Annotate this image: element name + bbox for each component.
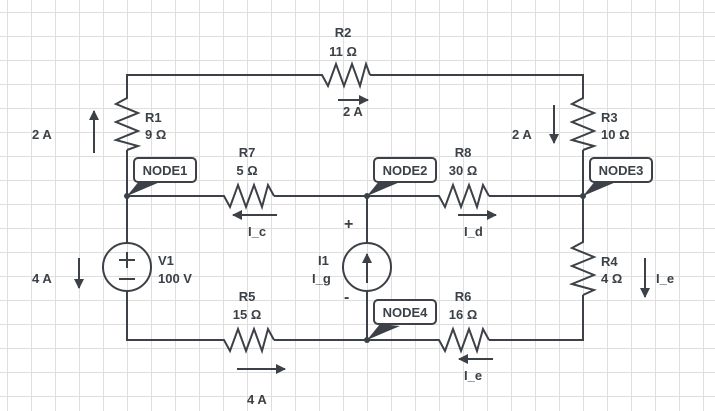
resistor-r1[interactable]: R1 9 Ω (112, 94, 166, 151)
wires (126, 74, 584, 341)
node1-callout-pointer (127, 180, 160, 196)
voltage-source-value: 100 V (158, 271, 192, 286)
node-callout-node3[interactable]: NODE3 (580, 157, 653, 199)
node2-label: NODE2 (383, 163, 428, 178)
current-source-i1[interactable]: I1 I_g + - (312, 216, 392, 306)
resistor-r6-value: 16 Ω (449, 307, 478, 322)
current-source-minus: - (344, 289, 349, 306)
resistor-r8-zigzag (435, 182, 490, 211)
wire-v1-bottom (126, 291, 220, 341)
resistor-r1-name: R1 (145, 110, 162, 125)
node-callout-node1[interactable]: NODE1 (124, 157, 197, 199)
resistor-r3-name: R3 (601, 110, 618, 125)
current-source-name: I1 (318, 253, 329, 268)
node1-label: NODE1 (143, 163, 188, 178)
voltage-source-v1[interactable]: V1 100 V (102, 242, 192, 292)
resistor-r7-zigzag (220, 182, 275, 211)
current-r3-label: 2 A (512, 127, 532, 142)
resistor-r4-zigzag (568, 238, 597, 296)
node3-label: NODE3 (599, 163, 644, 178)
resistor-r4-value: 4 Ω (601, 271, 622, 286)
current-v1-label: 4 A (32, 271, 52, 286)
resistor-r8-name: R8 (455, 145, 472, 160)
resistor-r2[interactable]: R2 11 Ω (318, 25, 371, 90)
current-r1-label: 2 A (32, 127, 52, 142)
node2-callout-pointer (367, 180, 400, 196)
resistor-r2-zigzag (318, 60, 371, 90)
current-r6-label: I_e (464, 368, 482, 383)
resistor-r4[interactable]: R4 4 Ω (568, 238, 622, 296)
current-r5: 4 A (237, 364, 286, 407)
node-callout-node2[interactable]: NODE2 (364, 157, 437, 199)
current-v1: 4 A (32, 258, 84, 289)
node4-callout-box (373, 299, 437, 325)
current-r4-label: I_e (656, 271, 674, 286)
current-source-value: I_g (312, 271, 331, 286)
node-callout-node4[interactable]: NODE4 (364, 299, 437, 343)
resistor-r5-zigzag (220, 326, 275, 355)
current-r2-label: 2 A (343, 104, 363, 119)
current-r7: I_c (232, 210, 277, 239)
voltage-source-name: V1 (158, 253, 174, 268)
wire-top-right (370, 74, 584, 94)
wire-top-left (126, 74, 318, 94)
resistor-r8[interactable]: R8 30 Ω (435, 145, 490, 211)
resistor-r5-name: R5 (239, 289, 256, 304)
current-r7-label: I_c (248, 224, 266, 239)
node2-callout-box (373, 157, 437, 183)
resistor-r2-name: R2 (335, 25, 352, 40)
voltage-source-circle (102, 242, 152, 292)
resistor-r7-name: R7 (239, 145, 256, 160)
current-r3: 2 A (512, 105, 559, 144)
node4-label: NODE4 (383, 305, 429, 320)
current-r8-label: I_d (464, 224, 483, 239)
resistor-r7[interactable]: R7 5 Ω (220, 145, 275, 211)
current-source-circle (342, 242, 392, 292)
resistor-r3-value: 10 Ω (601, 127, 630, 142)
resistor-r1-zigzag (112, 94, 142, 151)
resistor-r1-value: 9 Ω (145, 127, 166, 142)
resistor-r6[interactable]: R6 16 Ω (435, 289, 490, 355)
current-r8: I_d (458, 210, 497, 239)
resistor-r6-zigzag (435, 326, 490, 355)
resistor-r8-value: 30 Ω (449, 163, 478, 178)
resistor-r3[interactable]: R3 10 Ω (568, 94, 630, 151)
node3-callout-box (589, 157, 653, 183)
resistor-r6-name: R6 (455, 289, 472, 304)
node3-callout-pointer (583, 180, 616, 196)
current-r2: 2 A (338, 95, 369, 119)
resistor-r7-value: 5 Ω (236, 163, 257, 178)
resistor-r5[interactable]: R5 15 Ω (220, 289, 275, 355)
current-r5-label: 4 A (247, 392, 267, 407)
node4-callout-pointer (367, 324, 400, 340)
resistor-r2-value: 11 Ω (329, 44, 357, 59)
current-source-plus: + (344, 216, 353, 233)
current-r4: I_e (640, 258, 674, 298)
resistor-r3-zigzag (568, 94, 598, 151)
current-r6: I_e (458, 354, 493, 383)
resistor-r4-name: R4 (601, 254, 618, 269)
resistor-r5-value: 15 Ω (233, 307, 262, 322)
wire-r6-r4 (489, 295, 584, 341)
current-r1: 2 A (32, 110, 99, 153)
node1-callout-box (133, 157, 197, 183)
